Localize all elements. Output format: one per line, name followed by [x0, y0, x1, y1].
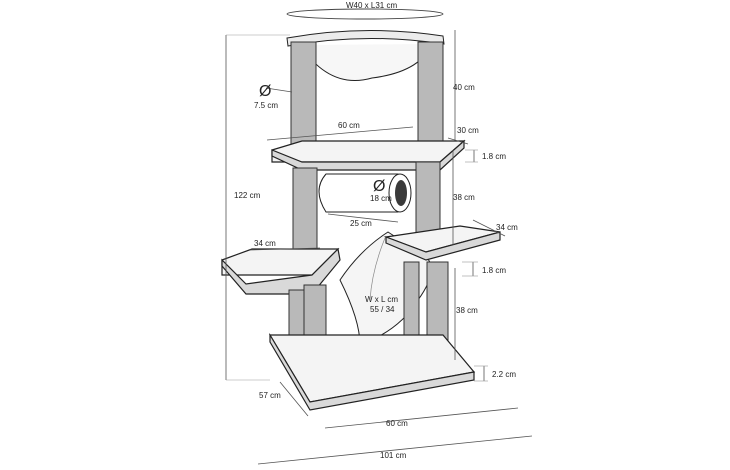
left-middle-platform — [221, 247, 341, 295]
base-platform — [268, 332, 476, 411]
label-right-plat-width: 34 cm — [496, 223, 518, 232]
label-tube-length: 25 cm — [350, 219, 372, 228]
low-right-back-post — [403, 261, 420, 343]
label-right-plat-thickness: 1.8 cm — [482, 266, 506, 275]
label-tube-symbol: Ø — [373, 178, 385, 195]
label-total-height: 122 cm — [234, 191, 261, 200]
label-left-plat-width: 34 cm — [254, 239, 276, 248]
label-hammock-low-vals: 55 / 34 — [370, 305, 395, 314]
label-top-thickness: 1.8 cm — [482, 152, 506, 161]
label-tube-diameter: 18 cm — [370, 194, 392, 203]
label-low-post-height: 38 cm — [456, 306, 478, 315]
label-mid-post-height: 38 cm — [453, 193, 475, 202]
tube — [318, 173, 412, 213]
right-middle-platform — [383, 225, 501, 261]
dimension-lines — [225, 30, 533, 465]
label-top-depth: 30 cm — [457, 126, 479, 135]
label-hammock-top: W40 x L31 cm — [346, 1, 397, 10]
label-base-thickness: 2.2 cm — [492, 370, 516, 379]
label-post-diameter: 7.5 cm — [254, 101, 278, 110]
label-total-width: 101 cm — [380, 451, 407, 460]
label-top-post-height: 40 cm — [453, 83, 475, 92]
label-base-depth: 57 cm — [259, 391, 281, 400]
top-right-post — [417, 41, 444, 145]
top-hammock — [286, 8, 445, 82]
label-post-diameter-symbol: Ø — [259, 83, 271, 100]
label-base-width: 60 cm — [386, 419, 408, 428]
label-hammock-low: W x L cm — [365, 295, 398, 304]
label-top-width: 60 cm — [338, 121, 360, 130]
